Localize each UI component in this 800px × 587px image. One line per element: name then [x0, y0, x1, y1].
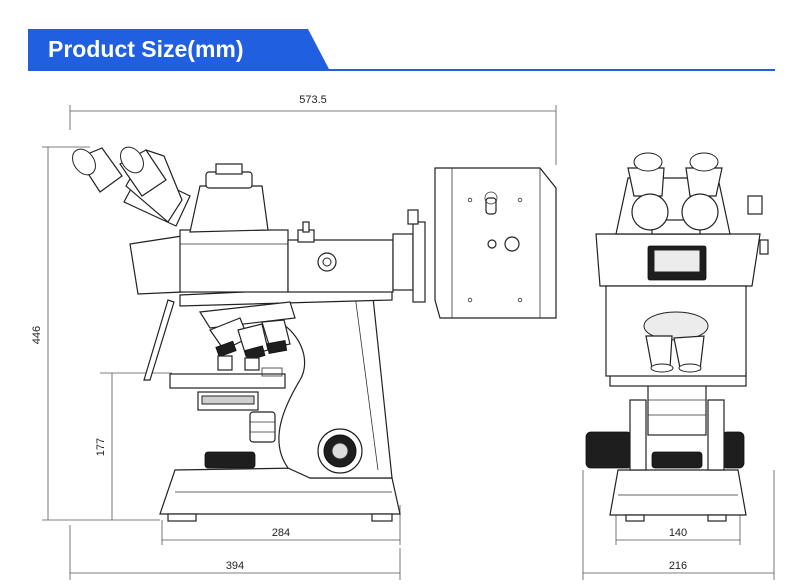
dim-depth: 394: [226, 560, 244, 572]
dim-stage-height: 177: [95, 438, 107, 456]
banner-background: [28, 29, 330, 71]
title-underline: [28, 69, 775, 71]
microscope-side-view: [72, 146, 557, 522]
dim-front-total-width: 216: [669, 560, 687, 572]
side-dimension-lines: [42, 105, 557, 580]
eyepieces: [72, 146, 167, 197]
dim-total-height: 446: [31, 326, 43, 344]
section-banner: Product Size(mm): [28, 29, 330, 71]
front-dimension-lines: [582, 470, 775, 580]
dim-base-width: 284: [272, 527, 290, 539]
dim-total-width: 573.5: [299, 94, 327, 106]
page-title: Product Size(mm): [48, 36, 244, 62]
dim-front-base-width: 140: [669, 527, 687, 539]
front-eyepieces: [627, 152, 723, 231]
microscope-front-view: [585, 152, 769, 522]
focus-knobs: [585, 399, 745, 471]
objective-lenses: [209, 317, 291, 371]
